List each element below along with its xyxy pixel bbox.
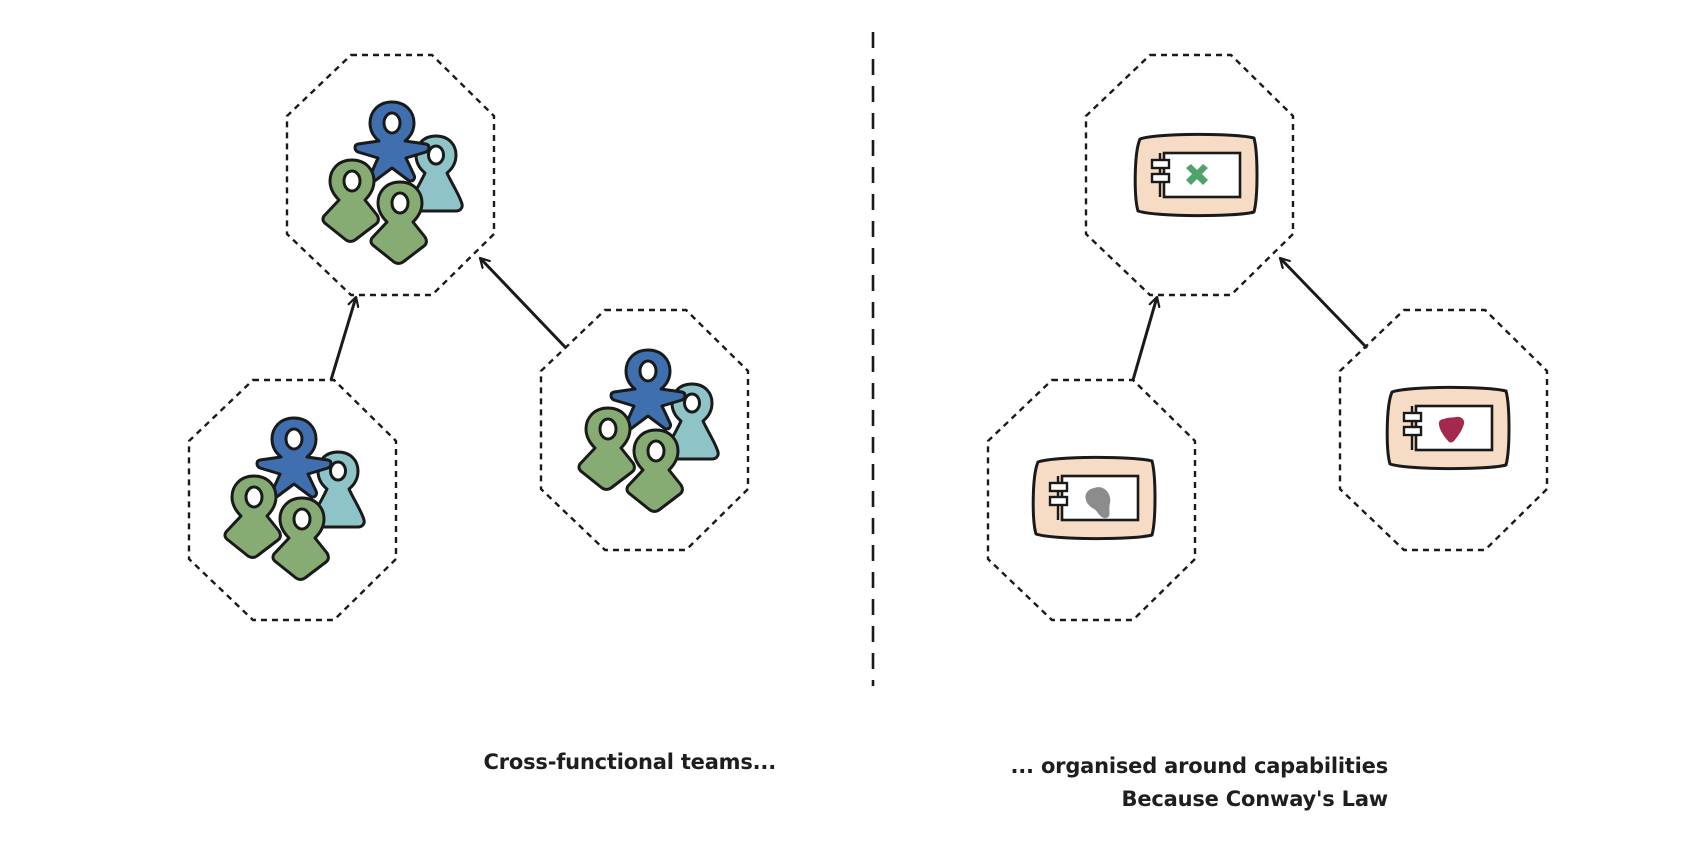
caption-capabilities: ... organised around capabilities Becaus… — [0, 750, 1389, 816]
arrow-service-bottom-right-to-top — [1280, 258, 1369, 350]
heart-shape-icon — [1438, 416, 1465, 443]
blob-shape-icon — [1085, 487, 1111, 519]
cross-shape-icon — [1186, 164, 1208, 185]
team-bottom-right — [579, 350, 718, 512]
arrow-bottom-left-to-top — [329, 297, 356, 381]
service-boundary-bottom-right — [1338, 308, 1549, 552]
team-top — [323, 102, 462, 264]
service-component-bottom-left — [1031, 455, 1157, 541]
team-boundary-top — [285, 53, 496, 297]
team-boundary-bottom-left — [187, 378, 398, 622]
right-panel — [986, 53, 1549, 622]
caption-cross-functional-teams: Cross-functional teams... — [483, 750, 777, 774]
service-component-bottom-right — [1385, 385, 1511, 471]
caption-organised-around-capabilities: ... organised around capabilities — [1010, 754, 1389, 778]
service-boundary-bottom-left — [986, 378, 1197, 622]
team-boundary-bottom-right — [539, 308, 750, 552]
team-bottom-left — [225, 418, 364, 580]
service-component-top — [1133, 132, 1259, 218]
caption-conways-law: Because Conway's Law — [1121, 787, 1389, 811]
left-panel — [187, 53, 750, 622]
arrow-bottom-right-to-top — [480, 258, 568, 350]
arrow-service-bottom-left-to-top — [1131, 297, 1157, 381]
service-boundary-top — [1084, 53, 1295, 297]
